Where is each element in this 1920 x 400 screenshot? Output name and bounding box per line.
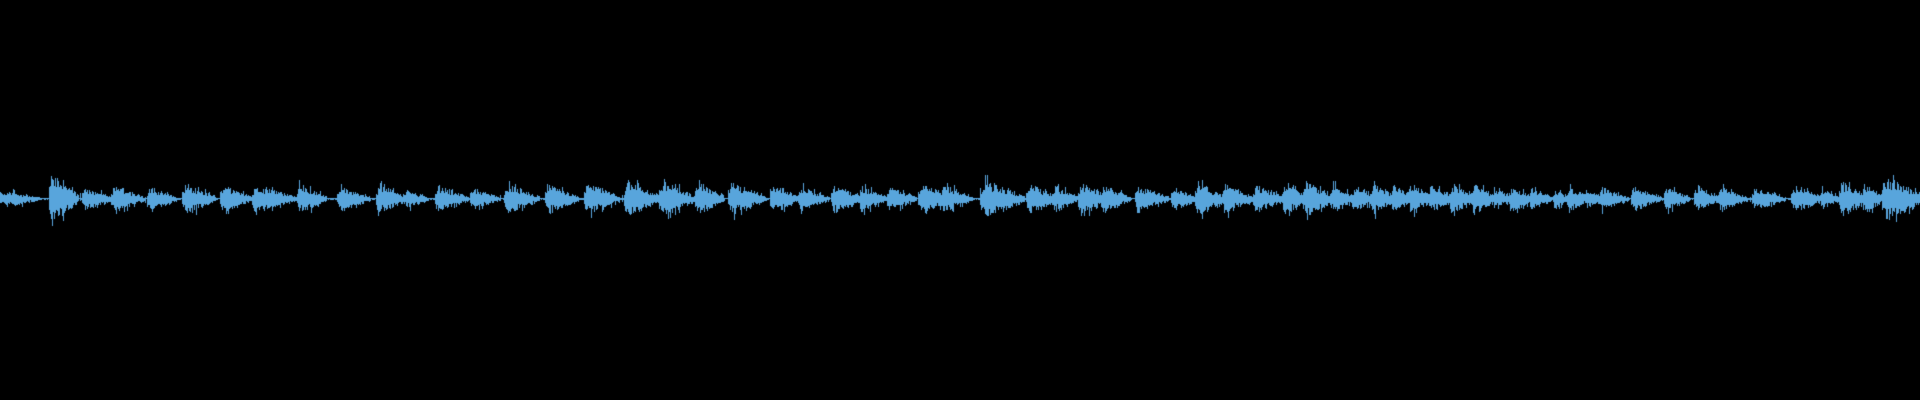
audio-waveform-display <box>0 0 1920 400</box>
waveform-canvas[interactable] <box>0 0 1920 400</box>
